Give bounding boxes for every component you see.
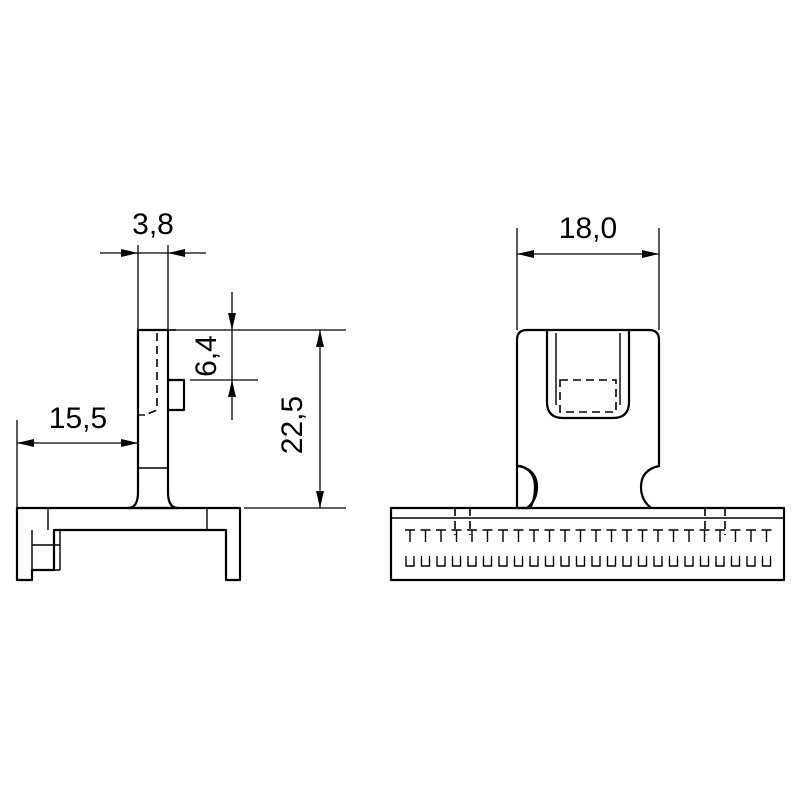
side-view-tab (166, 378, 186, 412)
front-view-slot-hidden (559, 379, 617, 413)
base-tick-mark (467, 529, 477, 542)
base-slot-mark (699, 556, 710, 567)
base-tick-mark (575, 529, 586, 542)
front-view-base-bar (389, 506, 786, 582)
base-tick-mark (653, 529, 663, 542)
base-tick-mark (482, 529, 493, 542)
base-tick-mark (436, 529, 446, 542)
base-slot-mark (420, 556, 431, 567)
base-slot-mark (513, 556, 524, 567)
base-slot-mark (498, 556, 508, 567)
front-view-body-outline (515, 328, 661, 510)
front-view-tick-row-top (405, 508, 772, 542)
base-slot-mark (622, 556, 632, 567)
dimension-offset-left: 15,5 (16, 402, 138, 508)
dimension-label-front-width: 18,0 (559, 212, 617, 245)
base-slot-mark (730, 556, 741, 567)
dimension-label-tab-height: 6,4 (190, 335, 223, 377)
side-view-base-outline (15, 506, 242, 582)
base-tick-mark (513, 529, 524, 542)
base-tick-mark (420, 529, 431, 542)
base-slot-mark (544, 556, 555, 567)
base-slot-mark (668, 556, 679, 567)
base-tick-mark (591, 529, 601, 542)
dimension-total-height: 22,5 (244, 330, 346, 509)
base-tick-mark (730, 529, 741, 542)
base-tick-mark (451, 529, 462, 542)
front-view-slot (545, 328, 631, 420)
base-slot-mark (436, 556, 446, 567)
side-view-post-hidden-line (144, 333, 158, 416)
base-tick-mark (668, 529, 679, 542)
base-tick-mark (699, 529, 710, 542)
base-slot-mark (405, 556, 415, 567)
base-slot-mark (591, 556, 601, 567)
base-tick-mark (498, 529, 508, 542)
base-tick-mark (715, 529, 725, 542)
front-view-tick-row-bottom (405, 556, 772, 567)
base-tick-mark (622, 529, 632, 542)
base-tick-mark (746, 529, 756, 542)
base-tick-mark (684, 529, 694, 542)
dimension-label-total-height: 22,5 (276, 396, 309, 454)
base-slot-mark (529, 556, 539, 567)
base-slot-mark (482, 556, 493, 567)
base-tick-mark (560, 529, 570, 542)
base-slot-mark (761, 556, 772, 567)
dimension-width-top: 3,8 (100, 208, 206, 330)
base-slot-mark (606, 556, 617, 567)
side-view-post-outline (126, 328, 180, 510)
dimension-label-offset-left: 15,5 (49, 402, 107, 435)
base-tick-mark (405, 529, 415, 542)
base-slot-mark (684, 556, 694, 567)
dimension-tab-height: 6,4 (172, 292, 346, 420)
base-slot-mark (560, 556, 570, 567)
base-slot-mark (575, 556, 586, 567)
base-tick-mark (637, 529, 648, 542)
base-tick-mark (544, 529, 555, 542)
dimension-label-width-top: 3,8 (132, 208, 174, 241)
base-tick-mark (529, 529, 539, 542)
base-tick-mark (606, 529, 617, 542)
front-view (389, 328, 786, 582)
dimension-front-width: 18,0 (516, 212, 660, 330)
base-slot-mark (467, 556, 477, 567)
base-slot-mark (653, 556, 663, 567)
base-slot-mark (637, 556, 648, 567)
base-slot-mark (715, 556, 725, 567)
base-slot-mark (451, 556, 462, 567)
base-tick-mark (761, 529, 772, 542)
base-slot-mark (746, 556, 756, 567)
